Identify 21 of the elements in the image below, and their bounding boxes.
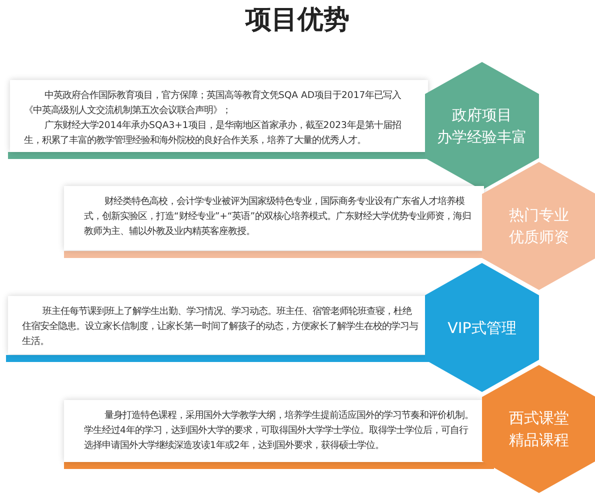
badge-label: VIP式管理 <box>448 318 516 338</box>
text-panel <box>10 80 428 152</box>
badge-label: 热门专业 <box>509 205 569 226</box>
hexagon-badge <box>482 365 595 493</box>
badge-label: 精品课程 <box>509 430 569 451</box>
badge-label: 优质师资 <box>509 227 569 248</box>
paragraph: 广东财经大学2014年承办SQA3+1项目，是华南地区首家承办，截至2023年是第十届招生，积累了丰富的教学管理经验和海外院校的良好合作关系，培养了大量的优秀人才。 <box>24 119 402 148</box>
title: 项目优势 <box>244 4 350 37</box>
badge-label: 政府项目 <box>452 105 512 126</box>
paragraph: 量身打造特色课程，采用国外大学教学大纲，培养学生提前适应国外的学习节奏和评价机制。学生经过4年的学习，达到国外大学的要求，可取得国外大学学士学位。取得学士学位后，可自行选择申请国外大学继续深造攻读1年或2年，达到国外要求，获得硕士学位。 <box>84 409 474 453</box>
text-panel <box>64 400 484 462</box>
text-panel <box>8 296 428 354</box>
text-panel <box>64 186 484 250</box>
paragraph: 财经类特色高校，会计学专业被评为国家级特色专业，国际商务专业设有广东省人才培养模式，创新实验区，打造“财经专业”+“英语”的双核心培养模式。广东财经大学优势专业师资，海归教师为主、辅以外教及业内精英客座教授。 <box>84 195 472 239</box>
hexagon-badge <box>482 162 595 290</box>
badge-label: 西式课堂 <box>509 408 569 429</box>
hexagon-badge <box>425 62 539 190</box>
paragraph: 班主任每节课到班上了解学生出勤、学习情况、学习动态。班主任、宿管老师轮班查寝，杜绝住宿安全隐患。设立家长信制度，让家长第一时间了解孩子的动态，方便家长了解学生在校的学习与生活。 <box>22 305 418 349</box>
paragraph: 中英政府合作国际教育项目，官方保障；英国高等教育文凭SQA AD项目于2017年已写入《中英高级别人文交流机制第五次会议联合声明》； <box>24 88 402 118</box>
badge-label: 办学经验丰富 <box>437 127 527 148</box>
hexagon-badge <box>425 263 539 392</box>
